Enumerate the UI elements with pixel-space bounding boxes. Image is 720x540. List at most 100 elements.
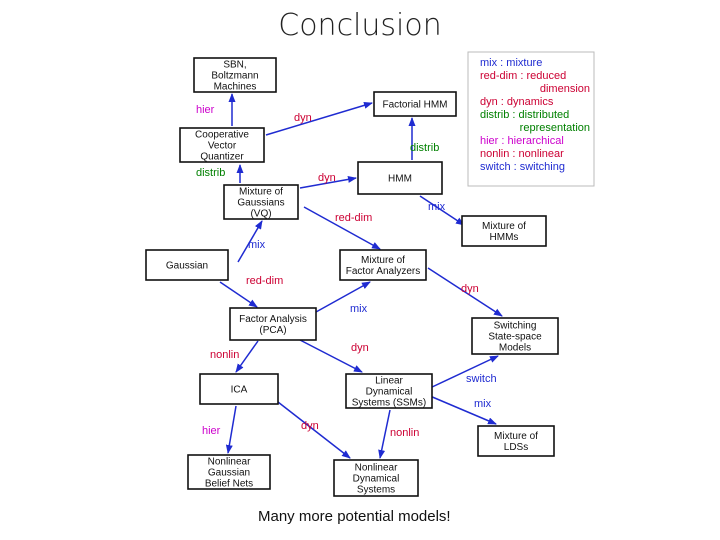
- edge-arrow: [219, 281, 258, 308]
- node-label: Linear: [375, 376, 403, 387]
- edge-label: dyn: [301, 420, 319, 432]
- edge-mog-mfa: red-dim: [303, 206, 381, 250]
- edge-arrow: [378, 409, 391, 459]
- edge-arrow: [303, 206, 381, 250]
- node-factorial-hmm: Factorial HMM: [373, 91, 457, 117]
- legend-item-switch: switch : switching: [480, 161, 565, 173]
- node-label: Systems (SSMs): [352, 398, 426, 409]
- edge-arrow: [237, 220, 263, 263]
- node-label: Mixture of: [361, 255, 405, 266]
- edge-hmm-mixhmm: mix: [419, 195, 465, 226]
- node-box: [333, 459, 419, 497]
- legend-item-hier: hier : hierarchical: [480, 135, 564, 147]
- node-label: Vector: [208, 141, 237, 152]
- slide-title: Conclusion: [278, 8, 442, 43]
- edge-ica-ngbn: hier: [202, 405, 237, 454]
- legend-item-distrib: distrib : distributed: [480, 109, 569, 121]
- edge-fa-ica: nonlin: [210, 340, 259, 373]
- node-factor-analysis: Factor Analysis(PCA): [229, 307, 317, 341]
- node-label: Nonlinear: [208, 457, 251, 468]
- node-label: Mixture of: [482, 221, 526, 232]
- edge-gaussian-fa: red-dim: [219, 275, 283, 308]
- node-gaussian: Gaussian: [145, 249, 229, 281]
- edge-gaussian-mog: mix: [237, 220, 266, 263]
- node-box: [339, 249, 427, 281]
- edge-arrow: [429, 355, 499, 389]
- slide-caption: Many more potential models!: [258, 508, 451, 525]
- edge-arrow: [299, 339, 363, 373]
- node-label: Mixture of: [239, 187, 283, 198]
- edge-mog-cvq: distrib: [196, 164, 244, 183]
- node-label: LDSs: [504, 442, 528, 453]
- node-label: State-space: [488, 332, 542, 343]
- legend-item-dyn: dyn : dynamics: [480, 96, 554, 108]
- node-label: Dynamical: [353, 474, 400, 485]
- node-label: Factor Analyzers: [346, 266, 420, 277]
- node-hmm: HMM: [357, 161, 443, 195]
- edge-label: dyn: [294, 112, 312, 124]
- edge-lds-mixlds: mix: [429, 395, 497, 425]
- edge-label: dyn: [318, 172, 336, 184]
- edge-arrow: [419, 195, 465, 226]
- node-label: Nonlinear: [355, 463, 398, 474]
- edge-label: mix: [248, 239, 266, 251]
- legend-item-mix: mix : mixture: [480, 57, 542, 69]
- edge-label: switch: [466, 373, 497, 385]
- node-label: Switching: [494, 321, 537, 332]
- legend-item-continuation: representation: [520, 122, 590, 134]
- edge-arrow: [265, 101, 373, 136]
- edge-label: dyn: [461, 283, 479, 295]
- node-box: [461, 215, 547, 247]
- node-label: (PCA): [259, 325, 286, 336]
- node-box: [179, 127, 265, 163]
- legend-frame: [467, 51, 595, 187]
- legend-item-nonlin: nonlin : nonlinear: [480, 148, 564, 160]
- node-box: [471, 317, 559, 355]
- node-box: [477, 425, 555, 457]
- edge-label: nonlin: [210, 349, 239, 361]
- edge-arrow: [299, 175, 357, 189]
- edge-label: dyn: [351, 342, 369, 354]
- node-label: Gaussian: [166, 261, 208, 272]
- node-box: [199, 373, 279, 405]
- edge-lds-sssm: switch: [429, 355, 499, 389]
- node-label: HMMs: [490, 232, 519, 243]
- edge-cvq-fhmm: dyn: [265, 101, 373, 136]
- edge-ica-nds: dyn: [277, 401, 351, 459]
- edge-label: mix: [428, 201, 446, 213]
- edge-arrow: [315, 281, 371, 313]
- node-label: Models: [499, 343, 531, 354]
- edge-label: mix: [350, 303, 368, 315]
- node-label: Boltzmann: [211, 71, 258, 82]
- node-label: Factor Analysis: [239, 314, 307, 325]
- node-ica: ICA: [199, 373, 279, 405]
- node-label: Systems: [357, 485, 395, 496]
- node-label: Gaussians: [237, 198, 284, 209]
- node-box: [373, 91, 457, 117]
- edge-arrow: [277, 401, 351, 459]
- edge-arrow: [235, 340, 259, 373]
- edge-label: hier: [202, 425, 221, 437]
- node-box: [229, 307, 317, 341]
- edge-mog-hmm: dyn: [299, 172, 357, 189]
- node-box: [145, 249, 229, 281]
- node-box: [223, 184, 299, 220]
- edge-fa-mfa: mix: [315, 281, 371, 315]
- edge-label: distrib: [410, 142, 439, 154]
- edge-mfa-sssm: dyn: [427, 267, 503, 317]
- edge-lds-nds: nonlin: [378, 409, 419, 459]
- edge-arrow: [427, 267, 503, 317]
- node-box: [193, 57, 277, 93]
- node-box: [345, 373, 433, 409]
- node-label: Cooperative: [195, 130, 249, 141]
- node-label: Factorial HMM: [382, 100, 447, 111]
